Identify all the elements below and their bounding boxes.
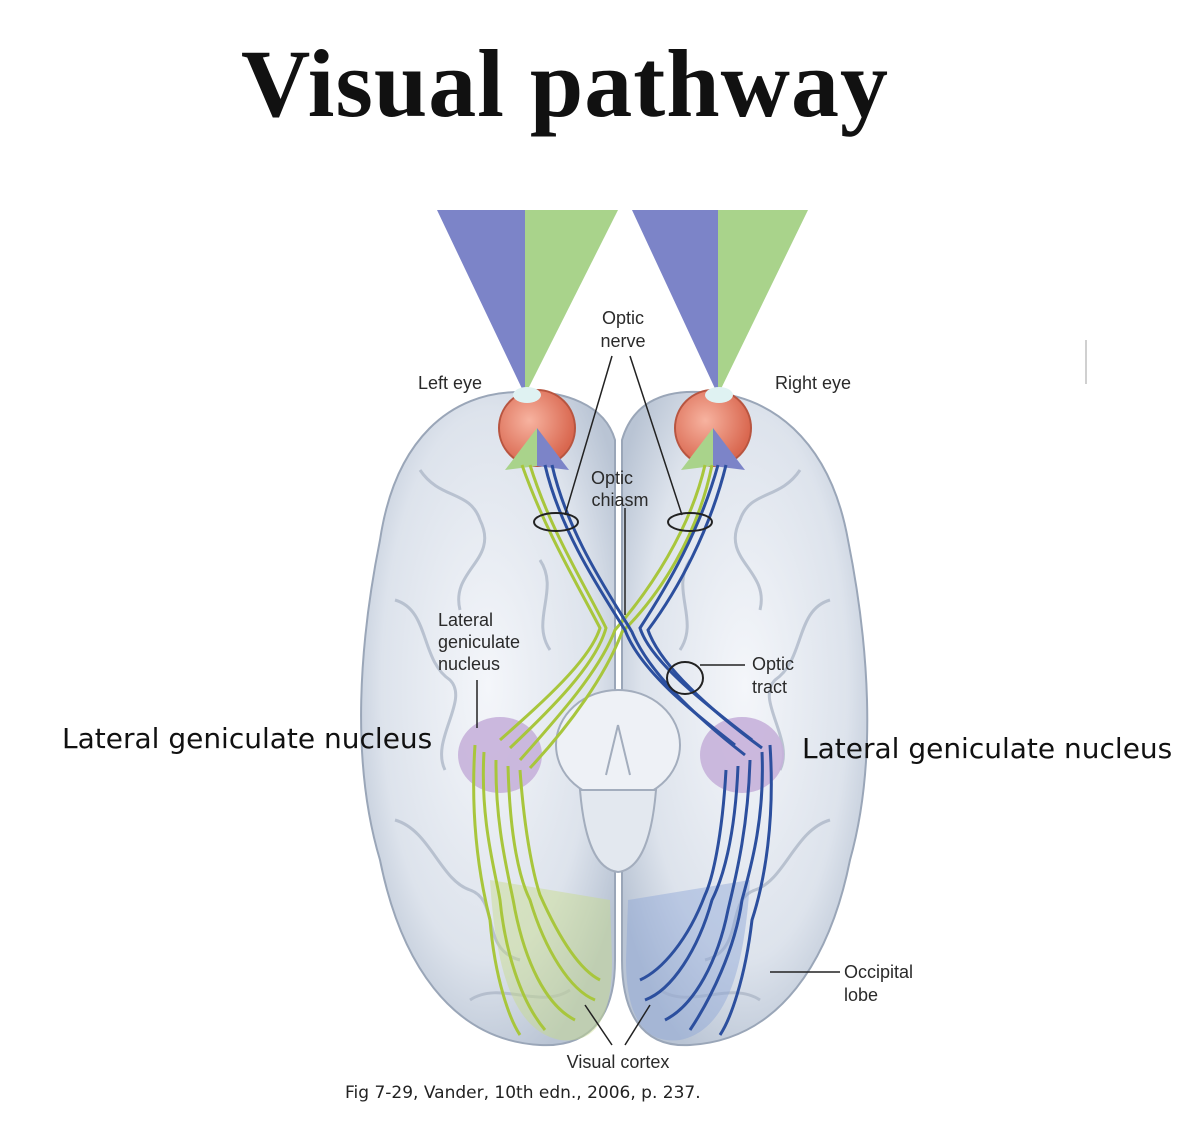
label-optic-tract-2: tract — [752, 677, 787, 697]
visual-fields — [437, 210, 808, 395]
text-cursor — [1085, 340, 1087, 384]
left-eye-field-blue — [437, 210, 525, 395]
figure-caption: Fig 7-29, Vander, 10th edn., 2006, p. 23… — [345, 1083, 701, 1103]
label-optic-nerve-1: Optic — [602, 308, 644, 328]
label-optic-tract-1: Optic — [752, 654, 794, 674]
label-right-eye: Right eye — [775, 373, 851, 393]
leader-lines — [476, 355, 840, 1046]
label-occipital-2: lobe — [844, 985, 878, 1005]
right-eye-field-blue — [632, 210, 718, 395]
callout-lgn-left: Lateral geniculate nucleus — [62, 722, 433, 755]
left-eyeball — [498, 387, 576, 470]
page-title: Visual pathway — [241, 30, 889, 137]
right-eyeball — [674, 387, 752, 470]
left-visual-cortex — [490, 880, 612, 1041]
left-eye-field-green — [525, 210, 618, 395]
right-eye-field-green — [718, 210, 808, 395]
label-occipital-1: Occipital — [844, 962, 913, 982]
label-lgn-inner-1: Lateral — [438, 610, 493, 630]
label-optic-chiasm-2: chiasm — [591, 490, 648, 510]
label-left-eye: Left eye — [418, 373, 482, 393]
optic-nerve-markers — [533, 512, 713, 695]
callout-lgn-right: Lateral geniculate nucleus — [802, 732, 1173, 765]
label-lgn-inner-2: geniculate — [438, 632, 520, 652]
label-optic-chiasm-1: Optic — [591, 468, 633, 488]
label-optic-nerve-2: nerve — [600, 331, 645, 351]
brainstem — [555, 689, 681, 801]
green-pathway — [472, 464, 714, 1036]
label-lgn-inner-3: nucleus — [438, 654, 500, 674]
label-visual-cortex: Visual cortex — [567, 1052, 670, 1072]
